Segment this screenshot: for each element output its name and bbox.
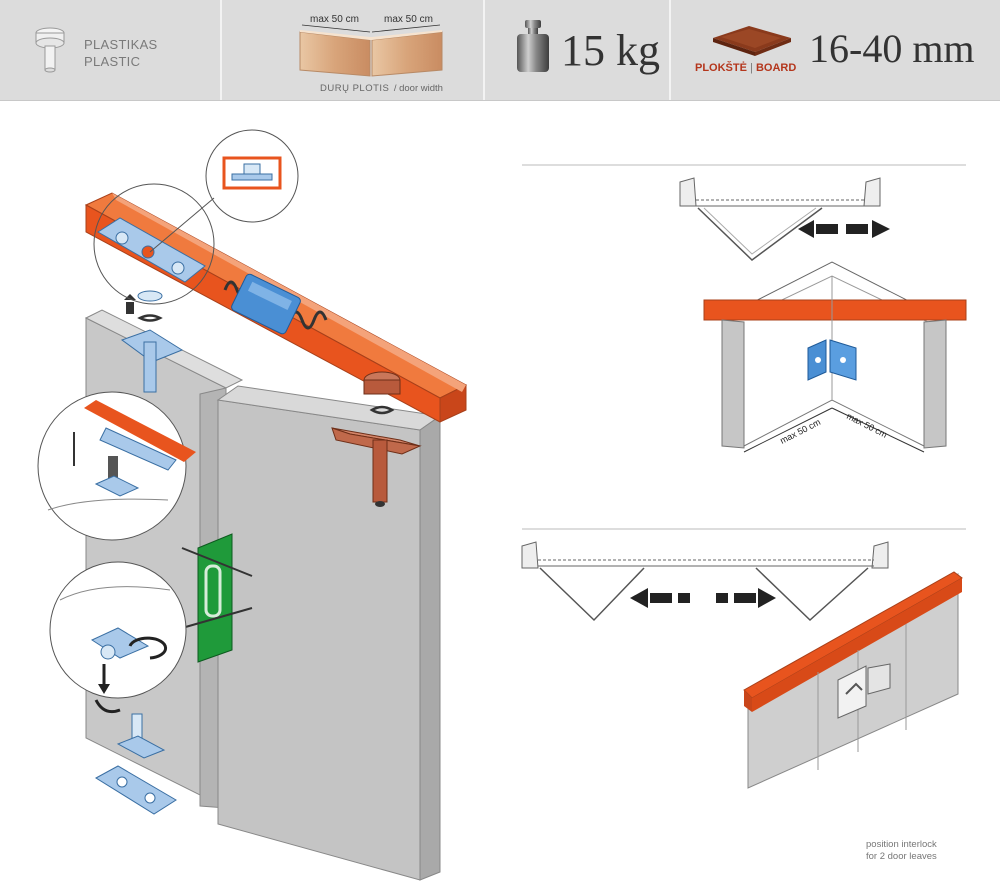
fold-topview-single	[679, 177, 881, 261]
interlock-assembly	[743, 571, 963, 789]
assembly-illustration	[37, 129, 468, 881]
board-label: PLOKŠTĖ | BOARD	[695, 62, 797, 74]
plastic-pin-icon	[35, 27, 65, 73]
weight-cell: 15 kg	[485, 0, 668, 100]
interlock-caption-line1: position interlock	[866, 839, 937, 850]
door-width-caption: DURŲ PLOTIS / door width	[320, 78, 443, 96]
interlock-caption: position interlock for 2 door leaves	[866, 839, 937, 863]
interlock-plate	[837, 663, 891, 719]
door-width-cell: max 50 cm max 50 cm DURŲ PLOTIS / door w…	[222, 0, 482, 100]
material-label-en: PLASTIC	[84, 54, 141, 69]
door-latch	[181, 533, 253, 663]
weight-value: 15 kg	[561, 26, 660, 75]
board-label-lt: PLOKŠTĖ	[695, 62, 747, 74]
fold-topview-double	[521, 541, 889, 622]
door-width-label-lt: DURŲ PLOTIS	[320, 83, 390, 94]
material-cell: PLASTIKAS PLASTIC	[0, 0, 220, 100]
pivot-pin	[331, 371, 422, 507]
weight-icon	[517, 20, 549, 72]
interlock-caption-line2: for 2 door leaves	[866, 851, 937, 862]
slide-arrows-single	[798, 220, 890, 238]
top-pivot-pin	[120, 290, 184, 393]
door-leaf-right	[216, 385, 442, 881]
door-width-label-en: / door width	[393, 83, 443, 94]
door-width-icon	[299, 24, 443, 77]
carriage-plate	[97, 217, 206, 283]
door-width-dim-left: max 50 cm	[310, 14, 359, 25]
corner-assembly: max 50 cm max 50 cm	[703, 261, 967, 453]
corner-hinge-blue	[807, 339, 857, 381]
board-cell: PLOKŠTĖ | BOARD 16-40 mm	[671, 0, 1000, 100]
slide-arrows-double	[630, 588, 776, 608]
spring-assembly	[223, 273, 328, 335]
folding-diagram-upper: max 50 cm max 50 cm	[522, 164, 967, 453]
folding-diagram-lower	[521, 528, 966, 789]
detail-callout-bottom-adjust	[49, 561, 187, 699]
detail-callout-rail-profile	[149, 129, 299, 253]
board-icon	[713, 26, 791, 56]
board-thickness: 16-40 mm	[809, 26, 975, 71]
door-width-dim-right: max 50 cm	[384, 14, 433, 25]
spec-header: PLASTIKAS PLASTIC max 50 cm max 50 cm DU…	[0, 0, 1000, 101]
board-label-en: BOARD	[755, 62, 797, 74]
detail-callout-pin-adjust	[37, 391, 196, 541]
bottom-pivot-bracket	[94, 699, 177, 815]
detail-callout-top-bracket	[93, 183, 215, 305]
material-label-lt: PLASTIKAS	[84, 37, 158, 52]
